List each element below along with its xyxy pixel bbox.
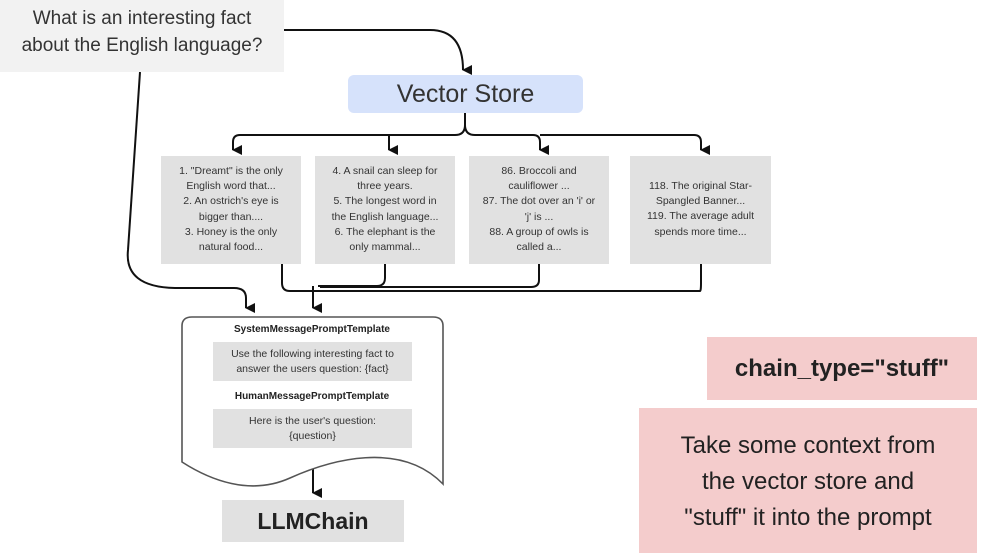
doc-line: spends more time...: [654, 225, 747, 238]
doc-line: 118. The original Star-: [649, 180, 752, 192]
doc-line: 87. The dot over an 'i' or: [482, 195, 596, 208]
user-question: What is an interesting fact about the En…: [0, 0, 284, 72]
system-template-box: Use the following interesting fact to an…: [213, 342, 412, 381]
doc-line: the English language...: [331, 210, 439, 223]
human-template-line: {question}: [289, 430, 336, 442]
question-to-vectorstore-arrow: [284, 29, 473, 75]
doc-line: 88. A group of owls is: [489, 225, 589, 238]
doc1-to-template-line: [281, 264, 702, 292]
vectorstore-to-doc3-arrow: [475, 134, 549, 155]
vector-store-node: Vector Store: [348, 75, 583, 113]
question-line: What is an interesting fact: [32, 8, 252, 29]
doc-line: 4. A snail can sleep for: [332, 165, 438, 177]
document-chunk-3: 86. Broccoli and cauliflower ... 87. The…: [469, 156, 609, 264]
human-template-title: HumanMessagePromptTemplate: [234, 391, 390, 402]
explanation-line: Take some context from: [680, 432, 936, 459]
doc-line: natural food...: [198, 241, 264, 254]
llmchain-node: LLMChain: [222, 500, 404, 542]
document-chunk-2: 4. A snail can sleep for three years. 5.…: [315, 156, 455, 264]
doc2-to-template-line: [318, 264, 386, 287]
human-template-line: Here is the user's question:: [249, 415, 376, 427]
vectorstore-to-doc4-arrow: [540, 134, 710, 155]
doc-line: 3. Honey is the only: [184, 225, 278, 238]
human-template-box: Here is the user's question: {question}: [213, 409, 412, 448]
doc-line: Spangled Banner...: [655, 195, 746, 208]
document-chunk-4: 118. The original Star- Spangled Banner.…: [630, 156, 771, 264]
document-chunk-1: 1. "Dreamt" is the only English word tha…: [161, 156, 301, 264]
system-template-line: Use the following interesting fact to: [231, 348, 394, 360]
system-template-title: SystemMessagePromptTemplate: [234, 324, 390, 335]
doc-line: 1. "Dreamt" is the only: [179, 165, 283, 177]
doc-line: three years.: [357, 180, 413, 193]
explanation-line: the vector store and: [701, 468, 915, 495]
explanation-line: "stuff" it into the prompt: [684, 504, 932, 531]
doc-line: cauliflower ...: [508, 180, 570, 193]
doc-line: 6. The elephant is the: [334, 225, 436, 238]
doc-line: 119. The average adult: [646, 210, 755, 223]
doc-line: 5. The longest word in: [333, 195, 437, 208]
doc-line: 86. Broccoli and: [501, 165, 577, 177]
chain-type-label: chain_type="stuff": [707, 337, 977, 400]
vectorstore-fanout-line: [232, 113, 466, 155]
question-to-template-arrow: [126, 71, 255, 313]
doc-line: bigger than....: [198, 210, 264, 223]
question-line: about the English language?: [21, 35, 263, 56]
doc-line: called a...: [516, 241, 562, 254]
stuff-explanation-note: Take some context from the vector store …: [639, 408, 977, 553]
doc3-to-template-line: [320, 264, 540, 288]
doc-line: 2. An ostrich's eye is: [183, 195, 279, 208]
system-template-line: answer the users question: {fact}: [236, 363, 389, 375]
doc-line: English word that...: [186, 180, 276, 193]
doc-line: 'j' is ...: [524, 210, 554, 223]
doc-line: only mammal...: [349, 241, 421, 254]
